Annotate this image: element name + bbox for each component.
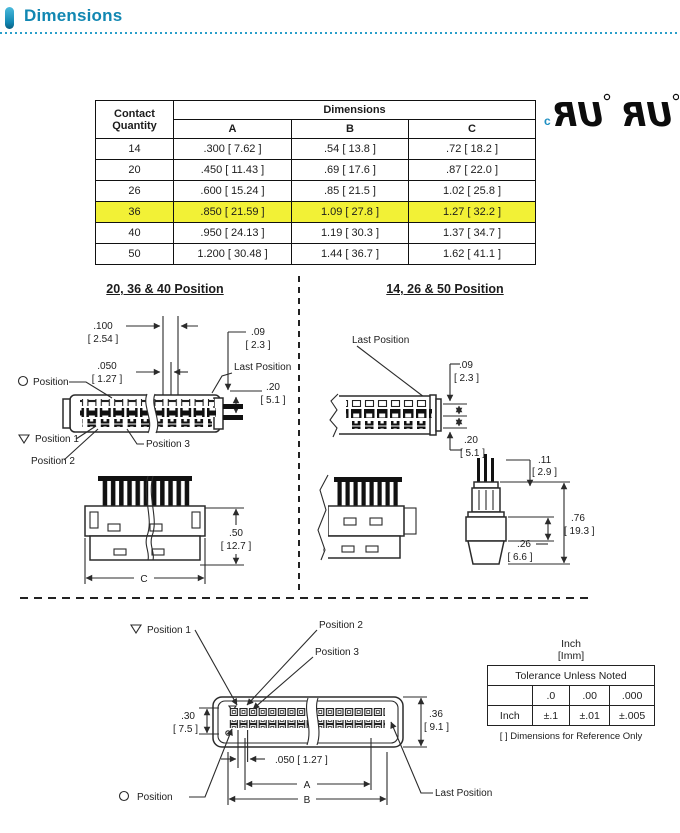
dim-09-mm: [ 2.3 ] — [454, 373, 479, 384]
tolerance-row-label: Inch — [487, 705, 533, 727]
col-c-header: C — [407, 119, 537, 139]
last-position-label: Last Position — [234, 362, 291, 373]
table-row-highlighted: 36.850 [ 21.59 ]1.09 [ 27.8 ]1.27 [ 32.2… — [95, 201, 537, 223]
dim-30-mm: [ 7.5 ] — [173, 724, 198, 735]
dim-50-mm: [ 12.7 ] — [221, 541, 252, 552]
table-row: 26.600 [ 15.24 ].85 [ 21.5 ]1.02 [ 25.8 … — [95, 180, 537, 202]
right-bottom-views-drawing: .11 [ 2.9 ] .76 [ 19.3 ] .26 [ 6.6 ] — [317, 454, 595, 565]
dim-36-mm: [ 9.1 ] — [424, 722, 449, 733]
dim-26-mm: [ 6.6 ] — [507, 552, 532, 563]
left-side-view-drawing: .50 [ 12.7 ] C — [84, 475, 252, 585]
ul-recognized-mark: UR — [552, 95, 604, 134]
ul-c-prefix: c — [544, 114, 551, 128]
dim-a: A — [304, 780, 311, 791]
dim-50-in: .50 — [229, 528, 243, 539]
position3-label: Position 3 — [315, 647, 359, 658]
right-front-view-drawing: Last Position .09 [ 2.3 ] .20 [ 5.1 ] — [329, 335, 485, 459]
last-position-label: Last Position — [352, 335, 409, 346]
dim-11-mm: [ 2.9 ] — [532, 467, 557, 478]
dim-20-in: .20 — [464, 435, 478, 446]
registered-symbol-icon — [672, 93, 679, 101]
position1-label: Position 1 — [147, 625, 191, 636]
vertical-divider — [298, 276, 300, 594]
horizontal-divider — [20, 597, 592, 599]
ul-recognized-mark: UR — [621, 95, 673, 134]
dim-76-mm: [ 19.3 ] — [564, 526, 595, 537]
connector-body — [327, 505, 405, 537]
dim-b: B — [304, 795, 311, 806]
ul-recognized-marks: c UR UR — [544, 93, 679, 134]
position3-label: Position 3 — [146, 439, 190, 450]
dim-20-mm: [ 5.1 ] — [460, 448, 485, 459]
position-label: Position — [33, 377, 69, 388]
position-label: Position — [137, 792, 173, 803]
circle-position-symbol — [118, 790, 130, 802]
dim-100-in: .100 — [93, 321, 113, 332]
tolerance-block: Inch [Imm] Tolerance Unless Noted .0 .00… — [487, 638, 655, 742]
dim-09-in: .09 — [459, 360, 473, 371]
tolerance-table: Tolerance Unless Noted .0 .00 .000 Inch … — [487, 665, 655, 727]
section-accent-bar — [5, 7, 14, 29]
dim-050-mm: [ 1.27 ] — [92, 374, 123, 385]
col-a-header: A — [173, 119, 292, 139]
dim-11-in: .11 — [538, 455, 552, 466]
table-row: 14.300 [ 7.62 ].54 [ 13.8 ].72 [ 18.2 ] — [95, 138, 537, 160]
dim-26-in: .26 — [517, 539, 531, 550]
dim-30-in: .30 — [181, 711, 195, 722]
dimensions-group-header: Dimensions — [172, 100, 537, 120]
dim-09-mm: [ 2.3 ] — [245, 340, 270, 351]
dim-20-in: .20 — [266, 382, 280, 393]
left-section-title: 20, 36 & 40 Position — [106, 282, 224, 296]
last-position-label: Last Position — [435, 788, 492, 799]
triangle-position1-symbol — [18, 434, 30, 445]
bottom-front-view-drawing: .30 [ 7.5 ] .36 [ 9.1 ] .050 [ 1.27 ] A … — [118, 620, 492, 806]
triangle-position1-symbol — [130, 624, 142, 635]
connector-end-body — [465, 516, 507, 542]
circle-position-symbol — [17, 375, 29, 387]
left-front-view-drawing: .100 [ 2.54 ] .050 [ 1.27 ] .09 [ 2.3 ] … — [17, 316, 291, 467]
registered-symbol-icon — [603, 93, 611, 101]
dim-c: C — [140, 574, 147, 585]
tolerance-units-title: Inch [Imm] — [557, 638, 585, 663]
table-row: 20.450 [ 11.43 ].69 [ 17.6 ].87 [ 22.0 ] — [95, 159, 537, 181]
dimensions-table: Contact Quantity Dimensions A B C 14.300… — [95, 100, 537, 265]
position1-label: Position 1 — [35, 434, 79, 445]
right-section-title: 14, 26 & 50 Position — [386, 282, 504, 296]
dim-050-in: .050 — [97, 361, 117, 372]
dim-20-mm: [ 5.1 ] — [260, 395, 285, 406]
dotted-rule — [0, 32, 680, 34]
tolerance-header: Tolerance Unless Noted — [487, 665, 655, 687]
dim-100-mm: [ 2.54 ] — [88, 334, 119, 345]
page-title: Dimensions — [24, 6, 123, 25]
position2-label: Position 2 — [31, 456, 75, 467]
col-b-header: B — [291, 119, 409, 139]
dim-09-in: .09 — [251, 327, 265, 338]
table-header-row: Contact Quantity Dimensions — [95, 100, 537, 139]
dim-76-in: .76 — [571, 513, 585, 524]
reference-note: [ ] Dimensions for Reference Only — [499, 731, 643, 743]
position2-label: Position 2 — [319, 620, 363, 631]
connector-body — [84, 505, 206, 537]
dim-36-in: .36 — [429, 709, 443, 720]
dim-050: .050 [ 1.27 ] — [275, 755, 328, 766]
table-row: 40.950 [ 24.13 ]1.19 [ 30.3 ]1.37 [ 34.7… — [95, 222, 537, 244]
dimensions-table-wrap: Contact Quantity Dimensions A B C 14.300… — [95, 100, 537, 265]
qty-header: Contact Quantity — [95, 100, 174, 139]
